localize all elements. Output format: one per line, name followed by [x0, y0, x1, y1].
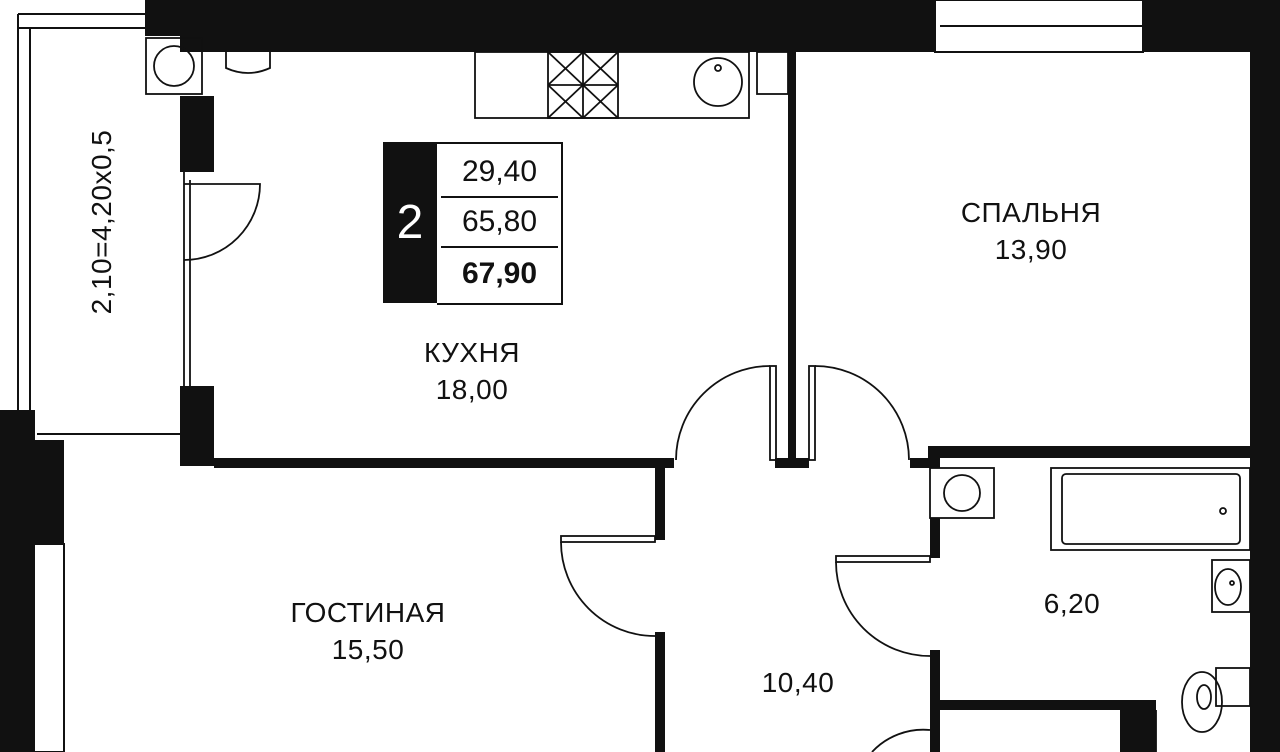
room-name: КУХНЯ: [423, 337, 521, 368]
doors: [183, 172, 931, 752]
hall-wall-lower: [655, 632, 665, 752]
wc-top-wall: [930, 700, 1130, 710]
living-area: 29,40: [441, 148, 558, 198]
sink-icon: [693, 57, 743, 107]
bedroom-wall-foot: [775, 458, 809, 468]
room-hall: 10,40: [762, 664, 835, 701]
right-wall: [1250, 0, 1280, 752]
top-wall-left-cap: [145, 0, 185, 36]
washer-icon: [943, 474, 981, 512]
room-area: 18,00: [435, 374, 509, 405]
left-window: [33, 543, 65, 752]
balcony-door-swing: [183, 183, 261, 261]
bathtub: [1050, 467, 1251, 551]
bath-door-jamb: [910, 458, 940, 468]
room-kitchen: КУХНЯ 18,00: [424, 334, 520, 408]
kitchen-wall-lower: [180, 386, 214, 466]
room-count: 2: [383, 142, 437, 303]
bath-fixtures: [929, 467, 1251, 752]
boiler-icon: [153, 45, 195, 87]
kitchen-wall-upper: [180, 96, 214, 172]
shaft: [756, 51, 789, 95]
hall-wall-upper: [655, 458, 665, 540]
top-wall: [180, 0, 935, 52]
bedroom-door-swing: [814, 365, 910, 461]
bath-wall-upper: [930, 518, 940, 558]
balcony-label: 2,10=4,20x0,5: [86, 129, 117, 315]
bedroom-wall: [788, 52, 796, 462]
bath-door-swing: [835, 561, 931, 657]
area-summary: 2 29,40 65,80 67,90: [383, 142, 563, 305]
kitchen-bottom-wall: [214, 458, 674, 468]
toilet-tank: [1215, 667, 1251, 707]
wc-pillar: [1120, 700, 1156, 752]
washbasin: [1211, 559, 1251, 613]
sink-wall-unit: [225, 52, 271, 74]
summary-frame: [437, 142, 563, 305]
room-area: 15,50: [331, 634, 405, 665]
bath-top-wall: [928, 446, 1250, 458]
balcony: [17, 13, 180, 435]
left-wall-block: [0, 440, 64, 545]
left-wall-lower: [0, 545, 34, 752]
room-bathroom: 6,20: [1044, 585, 1101, 622]
toilet-icon: [1181, 671, 1223, 733]
kitchen-door-swing: [675, 365, 771, 461]
boiler-box: [145, 37, 203, 95]
room-name: СПАЛЬНЯ: [960, 197, 1102, 228]
room-area: 13,90: [994, 234, 1068, 265]
room-living: ГОСТИНАЯ 15,50: [290, 594, 445, 668]
living-door-swing: [560, 541, 656, 637]
washer-box: [929, 467, 995, 519]
kitchen-fixtures: [145, 37, 789, 119]
total-area: 65,80: [441, 198, 558, 248]
windows: [934, 0, 1144, 53]
room-name: ГОСТИНАЯ: [290, 597, 446, 628]
room-area: 10,40: [761, 667, 835, 698]
area-with-balcony: 67,90: [461, 257, 538, 290]
room-bedroom: СПАЛЬНЯ 13,90: [961, 194, 1101, 268]
room-area: 6,20: [1043, 588, 1101, 619]
